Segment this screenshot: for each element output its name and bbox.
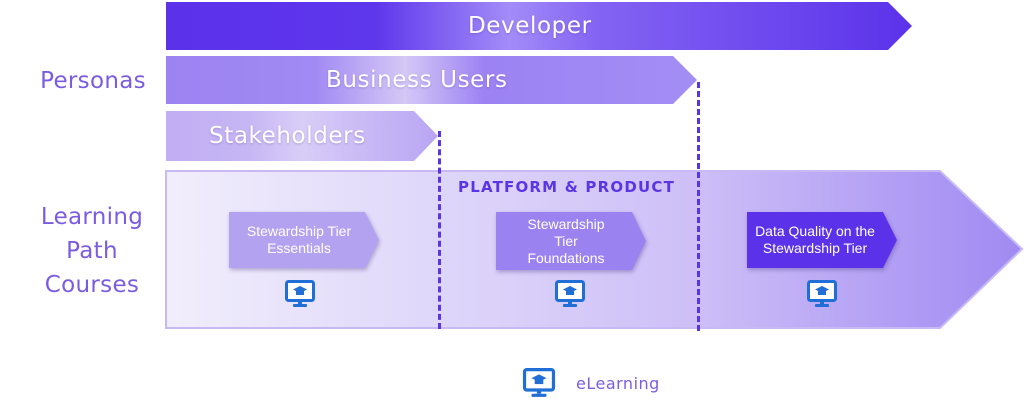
elearning-monitor-icon: [285, 280, 315, 307]
course-card-stewardship-tier-essentials[interactable]: Stewardship Tier Essentials: [229, 212, 379, 268]
course-label: Stewardship Tier Essentials: [246, 223, 352, 256]
business-users-boundary-divider: [697, 82, 700, 331]
course-label: Stewardship Tier Foundations: [527, 215, 605, 266]
persona-label-developer: Developer: [468, 13, 592, 39]
persona-band-developer: Developer: [166, 2, 914, 50]
platform-product-section-title: PLATFORM & PRODUCT: [458, 178, 675, 196]
legend: eLearning: [522, 368, 660, 398]
course-arrow-shape: [229, 212, 379, 268]
business-users-arrow-shape: [166, 56, 697, 104]
elearning-monitor-icon: [807, 280, 837, 307]
persona-label-stakeholders: Stakeholders: [209, 123, 366, 149]
course-card-data-quality-on-the-stewardship-tier[interactable]: Data Quality on the Stewardship Tier: [747, 212, 897, 268]
stakeholders-boundary-divider: [438, 131, 441, 329]
course-label: Data Quality on the Stewardship Tier: [755, 223, 875, 256]
persona-band-stakeholders: Stakeholders: [166, 111, 440, 161]
course-arrow-shape: [496, 212, 646, 270]
legend-label-elearning: eLearning: [576, 373, 660, 393]
stakeholders-arrow-shape: [166, 111, 438, 161]
persona-label-business-users: Business Users: [326, 67, 508, 93]
course-arrow-shape: [747, 212, 897, 268]
persona-band-business-users: Business Users: [166, 56, 699, 104]
elearning-monitor-icon: [555, 280, 585, 307]
personas-label: Personas: [40, 68, 146, 94]
developer-arrow-shape: [166, 2, 912, 50]
learning-path-courses-label: Learning Path Courses: [40, 204, 144, 298]
course-card-stewardship-tier-foundations[interactable]: Stewardship Tier Foundations: [496, 212, 646, 270]
elearning-monitor-icon: [522, 368, 556, 397]
